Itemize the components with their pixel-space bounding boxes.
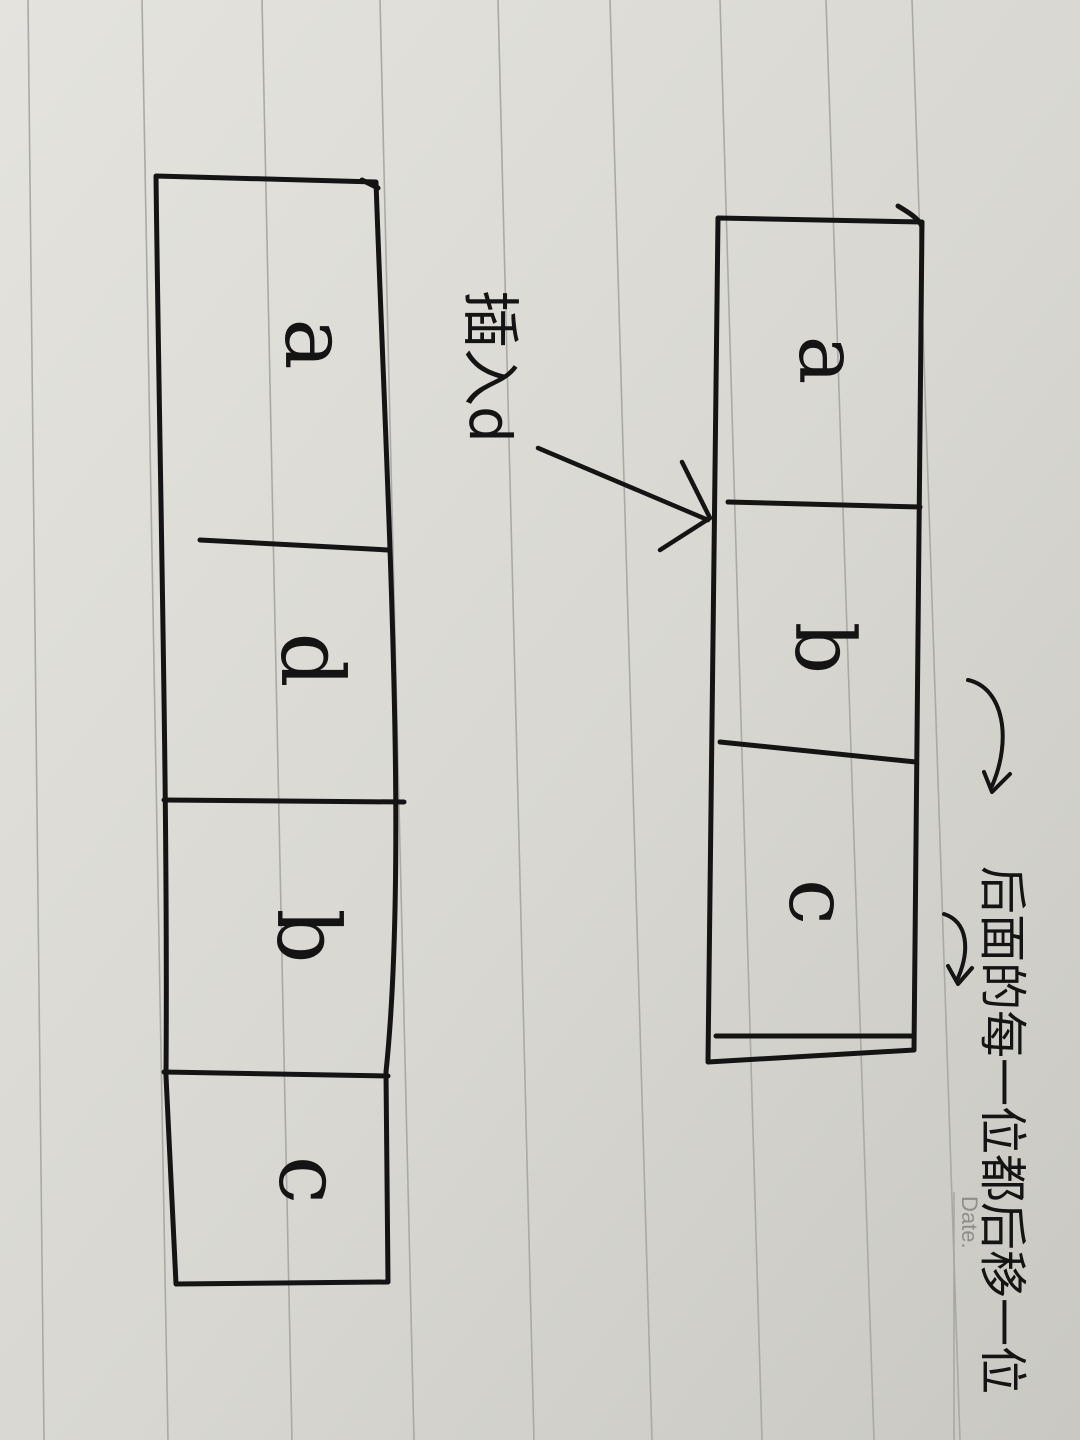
- date-label: Date.: [957, 1196, 982, 1249]
- shift-arrows: [942, 678, 1012, 986]
- ruled-line: [27, 0, 45, 1440]
- array-before-top-tick: [895, 203, 925, 229]
- insert-annotation-text: 插入d: [456, 290, 524, 443]
- array-before-labels: a b c: [770, 336, 875, 925]
- array-after-corner-tick: [359, 177, 381, 191]
- array-before-cell-label: a: [780, 336, 875, 385]
- array-before-cell-label: c: [770, 879, 865, 925]
- array-after-cell-label: b: [257, 908, 357, 963]
- array-after-outline: [153, 173, 399, 1287]
- insert-arrow: [535, 445, 713, 553]
- ruled-line: [261, 0, 293, 1440]
- shift-arrow-icon: [966, 678, 1005, 788]
- array-before: [705, 203, 925, 1065]
- shift-arrow-icon: [946, 964, 974, 986]
- array-after-cell-label: c: [259, 1156, 359, 1204]
- ruled-line: [825, 0, 875, 1440]
- array-after-labels: a d b c: [257, 318, 365, 1204]
- array-before-divider-2: [717, 739, 919, 765]
- shift-annotation-text: 后面的每一位都后移一位: [974, 866, 1030, 1394]
- ruled-line: [497, 0, 535, 1440]
- array-after-cell-label: a: [265, 318, 365, 369]
- insert-arrow-head: [657, 459, 713, 553]
- shift-arrow-icon: [942, 912, 968, 980]
- ruled-line: [609, 0, 653, 1440]
- array-before-cell-label: b: [776, 622, 871, 675]
- shift-arrow-icon: [982, 770, 1012, 794]
- array-after-divider-3: [161, 1069, 391, 1079]
- array-after: [153, 173, 407, 1287]
- ruled-line: [141, 0, 169, 1440]
- array-after-cell-label: d: [261, 632, 361, 687]
- array-before-divider-1: [725, 499, 923, 510]
- array-before-outline: [705, 215, 925, 1065]
- array-after-divider-2: [161, 797, 407, 805]
- insert-arrow-shaft: [535, 445, 711, 523]
- ruled-line: [719, 0, 763, 1440]
- array-after-divider-1: [197, 537, 391, 553]
